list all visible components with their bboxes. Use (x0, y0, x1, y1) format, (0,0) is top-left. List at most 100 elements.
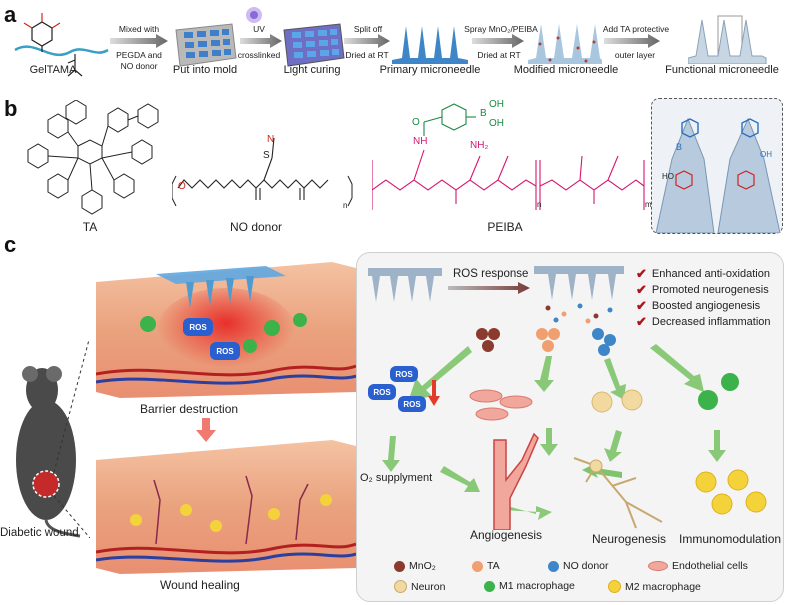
panel-letter-c: c (4, 232, 17, 257)
legend-m2: M2 macrophage (608, 580, 701, 593)
cured-mold-icon (283, 23, 345, 67)
arrow-right-icon (604, 34, 660, 48)
arrow2-top-text: UV (253, 24, 265, 34)
angiogenesis-label: Angiogenesis (470, 528, 543, 542)
wound-skin-section-icon (96, 262, 356, 398)
arrow-right-icon (344, 34, 390, 48)
check-icon: ✔ (636, 298, 647, 313)
panel-letter-a: a (4, 2, 17, 27)
ros-response-label: ROS response (453, 268, 529, 280)
ros-cluster-label-3: ROS (403, 399, 421, 409)
ros-burst-icon (210, 342, 240, 360)
m2-macrophages-icon (695, 469, 767, 515)
legend-mno2: MnO₂ (394, 560, 436, 572)
peiba-nh2-label: NH₂ (470, 140, 489, 151)
mechanism-panel (356, 252, 784, 602)
arrow-down-icon (196, 418, 216, 442)
modified-microneedle-icon (528, 24, 602, 64)
arrow3-bottom-text: Dried at RT (345, 50, 389, 60)
peiba-n-subscript: n (537, 200, 542, 209)
molecule-ta-label: TA (82, 220, 98, 234)
ros-burst-icon (390, 366, 418, 382)
mouse-icon (16, 340, 90, 538)
decrease-arrow-icon (428, 380, 440, 406)
check-icon: ✔ (636, 314, 647, 329)
barrier-destruction-label: Barrier destruction (140, 402, 239, 416)
step-light-curing-label: Light curing (283, 64, 341, 76)
legend-no-donor: NO donor (548, 560, 609, 572)
neuron-dot-icon (394, 580, 407, 593)
released-microneedle-icon (534, 266, 624, 324)
benefit-angiogenesis: ✔Boosted angiogenesis (636, 298, 761, 313)
panel-letter-b: b (4, 96, 18, 121)
neuron-growth-icon (573, 457, 663, 529)
arrow3-top-text: Split off (353, 24, 383, 34)
no-donor-dot-icon (548, 560, 559, 572)
immunomodulation-label: Immunomodulation (679, 532, 782, 546)
inset-oh-label: OH (760, 150, 772, 159)
step-modified-label: Modified microneedle (513, 64, 619, 76)
no-donor-oxygen-label: O (178, 181, 186, 192)
uv-light-icon (246, 7, 262, 23)
arrow-right-icon (472, 34, 524, 48)
molecule-peiba-label: PEIBA (487, 220, 523, 234)
arrow4-bottom-text: Dried at RT (477, 50, 521, 60)
peiba-oh2-label: OH (489, 118, 504, 129)
no-donor-s-label: S (263, 150, 270, 161)
primary-microneedle-icon (392, 26, 468, 64)
diabetic-wound-label: Diabetic wound (0, 527, 79, 539)
step-primary-label: Primary microneedle (379, 64, 481, 76)
peiba-structure-icon (372, 103, 645, 210)
peiba-b-label: B (480, 108, 487, 119)
wound-healing-label: Wound healing (160, 578, 240, 592)
check-icon: ✔ (636, 266, 647, 281)
step-geltama-label: GelTAMA (29, 64, 77, 76)
o2-supplyment-label: O₂ supplyment (360, 472, 433, 484)
geltama-structure-icon (14, 13, 109, 77)
ros-burst-icon (398, 396, 426, 412)
ta-structure-icon (27, 100, 159, 215)
mold-icon (175, 23, 237, 67)
inset-ho-label: HO (662, 172, 674, 181)
no-donor-n-label: N (267, 134, 275, 145)
arrow5-bottom-text: outer layer (614, 50, 656, 60)
ros-cluster-label-2: ROS (395, 369, 413, 379)
check-icon: ✔ (636, 282, 647, 297)
no-donor-subscript: n (343, 201, 348, 210)
benefit-anti-oxidation: ✔Enhanced anti-oxidation (636, 266, 770, 281)
ros-burst-icon (368, 384, 396, 400)
neuron-cells-icon (591, 389, 643, 413)
benefit-neurogenesis: ✔Promoted neurogenesis (636, 282, 769, 297)
zoom-inset (651, 98, 783, 234)
functional-microneedle-icon (688, 15, 767, 64)
ta-dot-icon (472, 560, 483, 572)
arrow5-top-text: Add TA protective (602, 24, 670, 34)
arrow-right-icon (110, 34, 168, 48)
legend-m1: M1 macrophage (484, 580, 575, 592)
ros-label-1: ROS (189, 322, 207, 332)
no-donor-structure-icon (172, 137, 353, 207)
arrow1-bottom1-text: PEGDA and (116, 50, 162, 60)
intact-microneedle-icon (368, 268, 442, 302)
legend-neuron: Neuron (394, 580, 445, 593)
legend-ta: TA (472, 560, 500, 572)
molecule-no-donor-label: NO donor (229, 220, 283, 234)
peiba-nh-label: NH (413, 136, 428, 147)
ros-label-2: ROS (216, 346, 234, 356)
arrow4-top-text: Spray MnO₂/PEIBA (464, 24, 538, 34)
peiba-oh1-label: OH (489, 99, 504, 110)
step-functional-label: Functional microneedle (665, 64, 779, 76)
blood-vessel-icon (493, 432, 539, 530)
inset-b-label: B (676, 142, 683, 152)
step-mold-label: Put into mold (172, 64, 238, 76)
peiba-m-subscript: m (645, 200, 652, 209)
arrow-right-icon (448, 282, 530, 294)
ros-cluster-label-1: ROS (373, 387, 391, 397)
endothelial-cell-icon (648, 561, 668, 571)
legend-endothelial: Endothelial cells (648, 560, 748, 572)
arrow2-bottom-text: crosslinked (237, 50, 281, 60)
ros-burst-icon (183, 318, 213, 336)
m2-macrophage-dot-icon (608, 580, 621, 593)
endothelial-cells-icon (469, 389, 533, 421)
arrow1-top-text: Mixed with (118, 24, 160, 34)
